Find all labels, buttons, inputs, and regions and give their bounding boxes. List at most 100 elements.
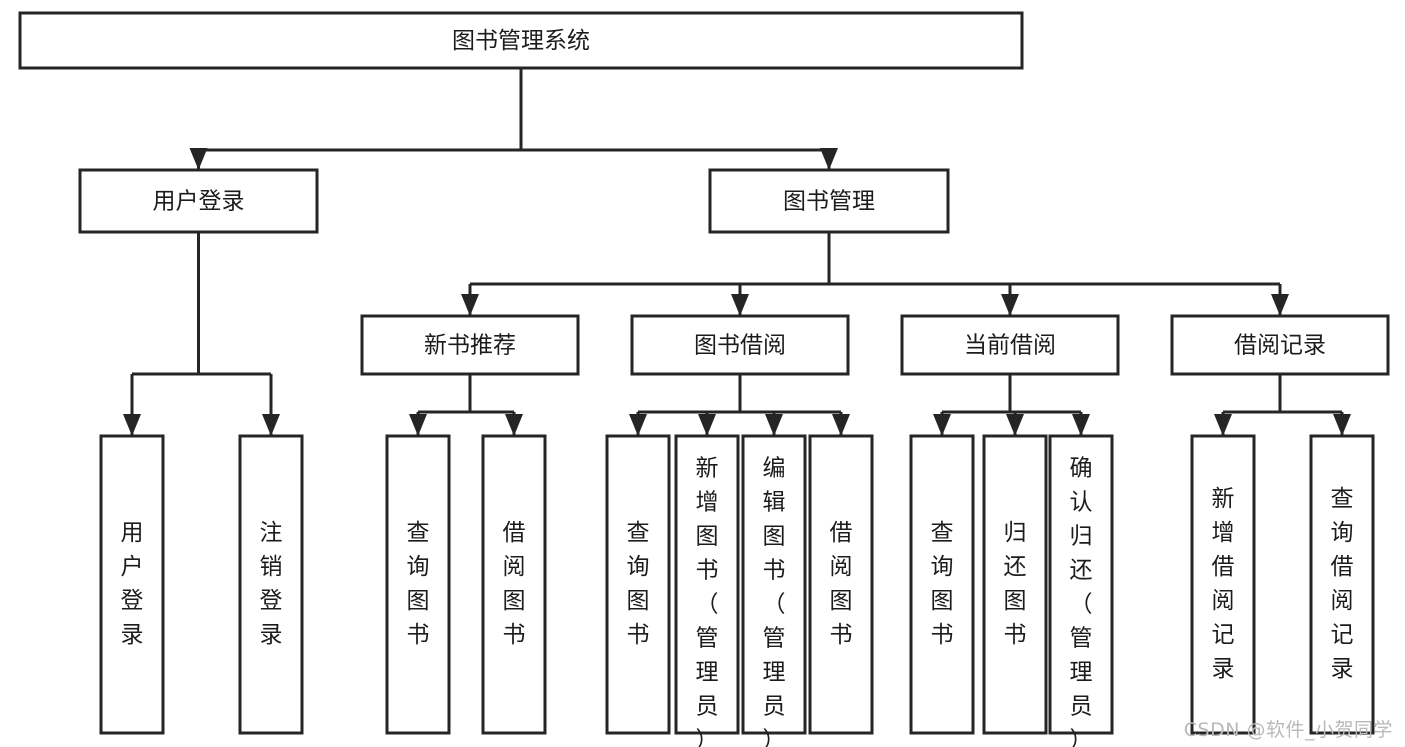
arrow-head-icon (1333, 414, 1351, 436)
node-leaf-query-borrow-record-label-char: 查 (1331, 486, 1354, 512)
node-leaf-edit-book-admin-label-char: 辑 (763, 490, 786, 516)
node-leaf-user-login-label-char: 户 (121, 554, 144, 580)
node-leaf-confirm-return-admin-label-char: 还 (1070, 558, 1093, 584)
node-leaf-add-book-admin-label-char: 图 (696, 524, 719, 550)
node-leaf-borrow-book-1-label-char: 书 (503, 622, 526, 648)
node-book-borrow[interactable]: 图书借阅 (630, 314, 850, 376)
node-leaf-query-book-3-label-char: 书 (931, 622, 954, 648)
node-book-borrow-box[interactable] (630, 314, 850, 376)
node-leaf-confirm-return-admin-label-char: （ (1070, 592, 1093, 618)
node-leaf-add-book-admin-label-char: 增 (696, 490, 719, 516)
node-leaf-edit-book-admin-label-char: ） (763, 728, 786, 747)
node-leaf-query-borrow-record-label-char: 借 (1331, 554, 1354, 580)
node-leaf-return-book-box[interactable] (982, 434, 1048, 735)
node-leaf-user-login-label-char: 登 (121, 588, 144, 614)
node-leaf-confirm-return-admin-label-char: 归 (1070, 524, 1093, 550)
node-leaf-add-borrow-record-label-char: 新 (1212, 486, 1235, 512)
arrow-head-icon (820, 148, 838, 170)
node-leaf-user-login-label-char: 录 (121, 622, 144, 648)
arrow-head-icon (1271, 294, 1289, 316)
node-leaf-borrow-book-2-label-char: 书 (830, 622, 853, 648)
node-book-manage-box[interactable] (708, 168, 950, 234)
node-leaf-query-book-2-box[interactable] (605, 434, 671, 735)
node-leaf-add-book-admin-label-char: ） (696, 728, 719, 747)
node-new-book-recommend-box[interactable] (360, 314, 580, 376)
node-leaf-query-borrow-record-label-char: 询 (1331, 520, 1354, 546)
node-leaf-confirm-return-admin-label-char: 认 (1070, 490, 1093, 516)
node-leaf-return-book-label-char: 图 (1004, 588, 1027, 614)
node-borrow-record-box[interactable] (1170, 314, 1390, 376)
nodes-layer: 图书管理系统用户登录图书管理新书推荐图书借阅当前借阅借阅记录用户登录注销登录查询… (18, 11, 1390, 747)
node-borrow-record[interactable]: 借阅记录 (1170, 314, 1390, 376)
node-leaf-add-borrow-record-label-char: 阅 (1212, 588, 1235, 614)
node-book-manage[interactable]: 图书管理 (708, 168, 950, 234)
node-leaf-add-borrow-record-label-char: 借 (1212, 554, 1235, 580)
arrow-head-icon (1001, 294, 1019, 316)
node-leaf-query-borrow-record-label-char: 录 (1331, 656, 1354, 682)
arrow-head-icon (505, 414, 523, 436)
node-leaf-user-login-box[interactable] (99, 434, 165, 735)
node-leaf-borrow-book-1-label-char: 借 (503, 520, 526, 546)
arrow-head-icon (123, 414, 141, 436)
arrow-head-icon (765, 414, 783, 436)
node-leaf-query-book-2-label-char: 书 (627, 622, 650, 648)
node-current-borrow[interactable]: 当前借阅 (900, 314, 1120, 376)
node-leaf-edit-book-admin-label-char: 编 (763, 456, 786, 482)
node-borrow-record-label: 借阅记录 (1234, 333, 1326, 359)
node-leaf-query-book-1-label-char: 查 (407, 520, 430, 546)
node-leaf-return-book-label-char: 归 (1004, 520, 1027, 546)
node-leaf-user-login-label-char: 用 (121, 520, 144, 546)
arrow-head-icon (189, 148, 208, 170)
node-leaf-edit-book-admin-label-char: 理 (763, 660, 786, 686)
node-leaf-borrow-book-2-label-char: 借 (830, 520, 853, 546)
node-leaf-edit-book-admin-box[interactable] (741, 434, 807, 735)
node-leaf-logout-login-box[interactable] (238, 434, 304, 735)
node-root[interactable]: 图书管理系统 (18, 11, 1024, 70)
node-leaf-query-borrow-record-label-char: 记 (1331, 622, 1354, 648)
node-leaf-query-book-1-label-char: 书 (407, 622, 430, 648)
node-root-box[interactable] (18, 11, 1024, 70)
node-leaf-edit-book-admin-label-char: 管 (763, 626, 786, 652)
arrow-head-icon (832, 414, 850, 436)
arrow-head-icon (698, 414, 716, 436)
node-leaf-query-book-2-label-char: 询 (627, 554, 650, 580)
node-leaf-query-borrow-record-label-char: 阅 (1331, 588, 1354, 614)
node-leaf-query-borrow-record-box[interactable] (1309, 434, 1375, 735)
node-user-login[interactable]: 用户登录 (78, 168, 319, 234)
node-leaf-confirm-return-admin-label-char: 确 (1070, 456, 1093, 482)
node-leaf-add-borrow-record-label-char: 增 (1212, 520, 1235, 546)
node-leaf-confirm-return-admin-box[interactable] (1048, 434, 1114, 735)
node-leaf-borrow-book-1-box[interactable] (481, 434, 547, 735)
node-leaf-add-borrow-record-box[interactable] (1190, 434, 1256, 735)
node-leaf-query-book-2-label-char: 图 (627, 588, 650, 614)
node-leaf-add-book-admin-label-char: 理 (696, 660, 719, 686)
arrow-head-icon (933, 414, 951, 436)
node-user-login-box[interactable] (78, 168, 319, 234)
node-leaf-user-login[interactable]: 用户登录 (99, 434, 165, 735)
arrow-head-icon (731, 294, 749, 316)
node-leaf-add-book-admin-box[interactable] (674, 434, 740, 735)
node-leaf-query-book-3-box[interactable] (909, 434, 975, 735)
node-leaf-add-book-admin-label-char: 员 (696, 694, 719, 720)
node-new-book-recommend[interactable]: 新书推荐 (360, 314, 580, 376)
node-leaf-logout-login-label-char: 登 (260, 588, 283, 614)
arrow-head-icon (409, 414, 427, 436)
node-leaf-return-book-label-char: 书 (1004, 622, 1027, 648)
node-leaf-query-book-1-box[interactable] (385, 434, 451, 735)
node-new-book-recommend-label: 新书推荐 (424, 333, 516, 359)
node-current-borrow-box[interactable] (900, 314, 1120, 376)
node-leaf-borrow-book-2-box[interactable] (808, 434, 874, 735)
